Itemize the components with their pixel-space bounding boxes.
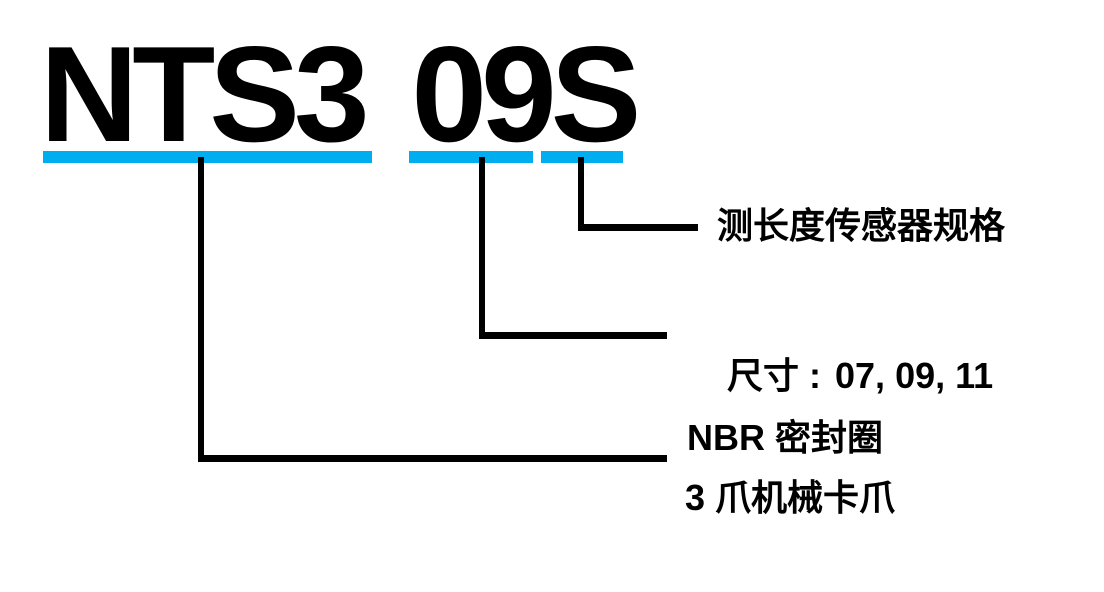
connector-series-horizontal [198,455,667,462]
underline-segment-09 [409,151,533,163]
label-seal: NBR 密封圈 [687,417,883,458]
label-size: 尺寸 : 07, 09, 11 [687,316,993,436]
label-sensor-spec: 测长度传感器规格 [717,205,1006,246]
label-claw: 3 爪机械卡爪 [685,477,896,518]
connector-sensor-spec-horizontal [578,224,698,231]
connector-sensor-spec-vertical [578,157,584,231]
connector-size-horizontal [479,332,667,339]
label-size-caption: 尺寸 : [727,355,822,396]
connector-size-vertical [479,157,485,339]
underline-segment-nts3 [43,151,372,163]
connector-series-vertical [198,157,204,462]
label-size-values: 07, 09, 11 [835,355,994,396]
model-code-title: NTS3 09S [40,18,641,170]
